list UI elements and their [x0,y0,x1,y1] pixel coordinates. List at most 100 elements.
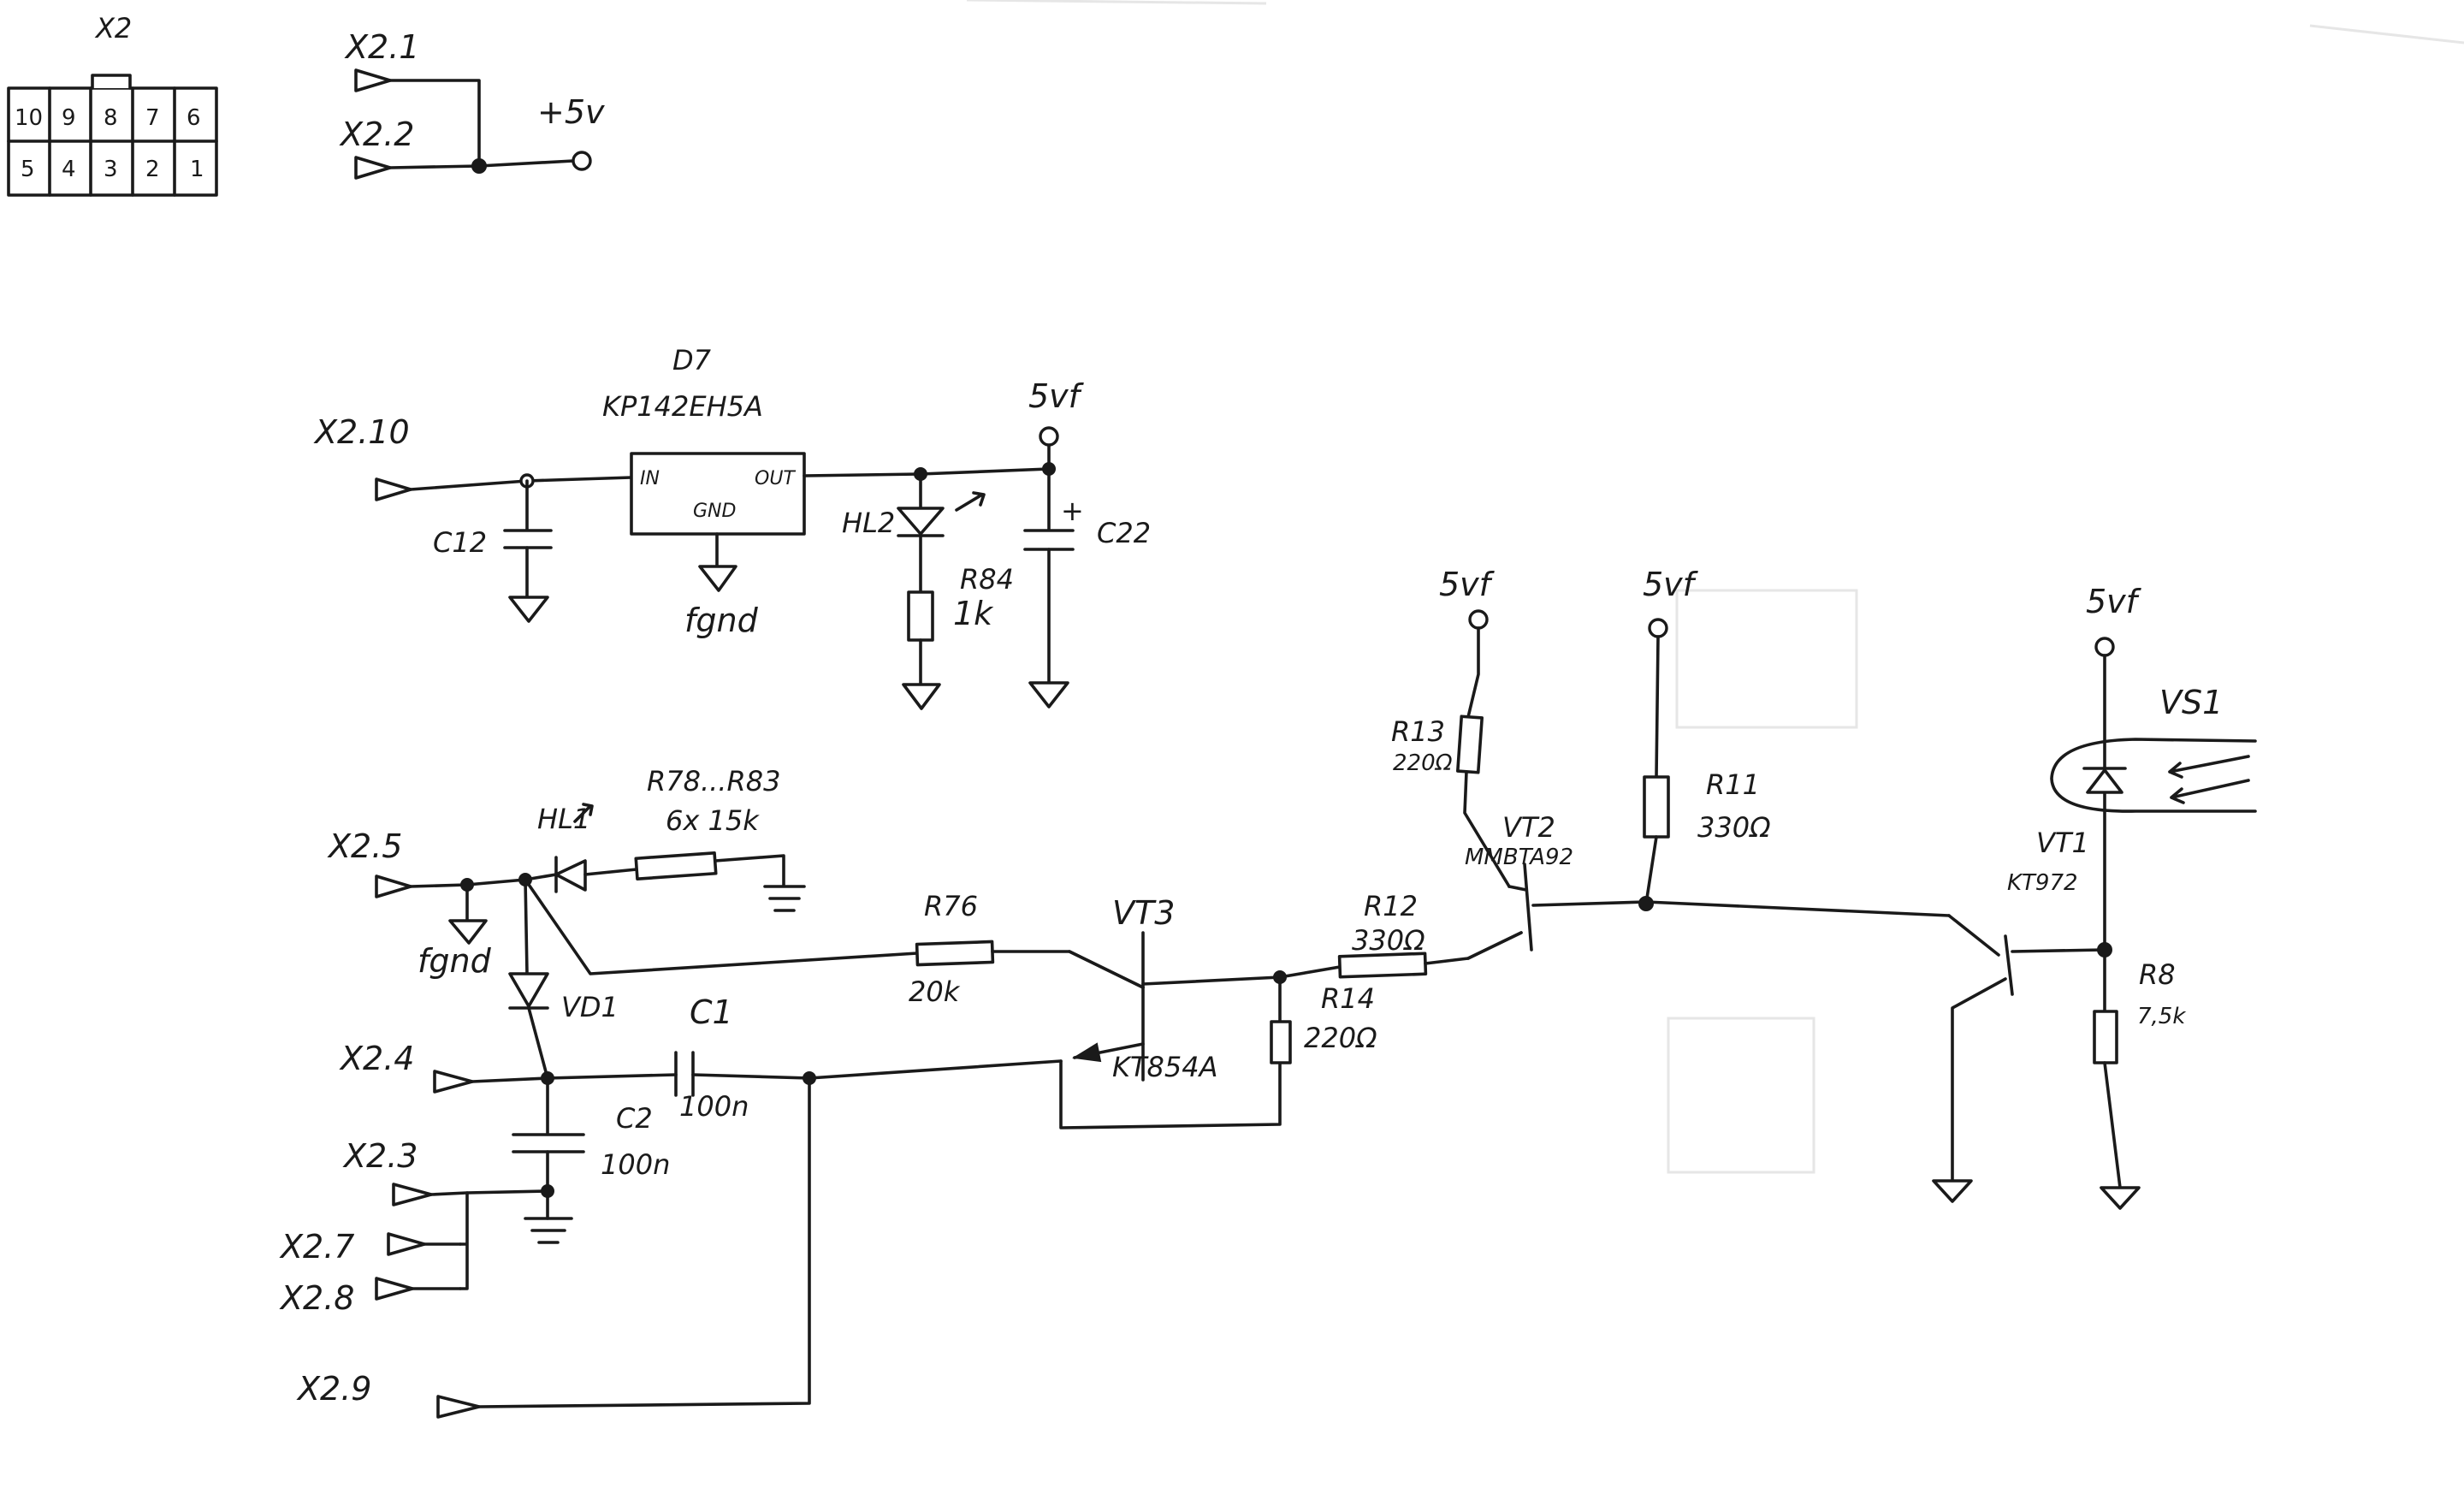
r14-label: R14 [1321,982,1375,1015]
vt2-part: MMBTA92 [1465,845,1573,870]
hl2-led-icon [897,507,945,536]
c2-label: C2 [616,1102,653,1135]
rail-5vf-vs1-label: 5vf [2086,583,2142,620]
x2-7-label: X2.7 [279,1228,354,1266]
pin-10: 10 [15,105,43,131]
r14-resistor [1270,1020,1292,1064]
fgnd-input-label: fgnd [418,942,492,980]
plus5v-label: +5v [537,93,605,131]
show-through-marks [966,0,2464,1174]
d7-ref: D7 [672,344,712,376]
rail-5vf-r13-terminal [1468,609,1489,630]
r78-r83-value: 6x 15k [666,804,760,837]
vt1-transistor [2004,934,2014,996]
r76-value: 20k [909,975,961,1008]
hl2-label: HL2 [842,507,895,539]
r13-value: 220Ω [1393,750,1453,776]
fgnd-regulator-label: fgnd [684,602,759,639]
connector-title: X2 [94,12,132,44]
x2-10-terminal [375,477,412,501]
x2-4-terminal [433,1070,474,1094]
r13-label: R13 [1391,715,1445,748]
vt1-ground-icon [1932,1179,1973,1203]
d7-gnd-pin: GND [693,501,736,522]
fgnd-input-ground-icon [448,919,488,945]
x2-9-terminal [436,1395,481,1419]
r84-label: R84 [960,563,1014,596]
rail-5vf-r13-label: 5vf [1439,566,1496,603]
c22-ground-icon [1028,681,1069,708]
plus5v-input-block: X2.1 X2.2 +5v [339,28,605,180]
r8-ground-icon [2100,1186,2141,1210]
x2-2-terminal [354,156,392,180]
pin-2: 2 [145,157,160,182]
vt1-label: VT1 [2036,827,2089,859]
rail-5vf-r11-label: 5vf [1643,566,1699,603]
d7-regulator [630,452,806,536]
r84-value: 1k [953,595,994,632]
r84-ground-icon [902,683,941,710]
r11-resistor [1643,775,1670,839]
rail-5vf-vs1-terminal [2094,637,2115,657]
c2-value: 100n [601,1148,670,1181]
vt2-transistor [1523,863,1533,952]
d7-ground-icon [698,565,737,592]
c22-label: C22 [1097,517,1151,549]
rail-5vf-regulator-terminal [1039,426,1059,447]
r78-r83-resistor [634,851,718,880]
x2-1-label: X2.1 [344,28,419,66]
vt3-part: KT854A [1112,1051,1218,1083]
pin-8: 8 [104,105,118,131]
c1-label: C1 [690,993,733,1031]
c22-plus: + [1061,495,1084,527]
hl1-label: HL1 [537,803,590,835]
regulator-section: X2.10 C12 D7 KP142EH5A IN OUT GND fgnd 5… [313,344,1151,710]
r8-value: 7,5k [2137,1004,2186,1029]
x2-connector-pinout: X2 10 9 8 7 6 5 4 3 2 1 [7,12,218,197]
pin-5: 5 [21,157,35,182]
pin-6: 6 [187,105,201,131]
vt3-label: VT3 [1112,894,1175,932]
vt1-part: KT972 [2007,870,2078,896]
r8-resistor [2093,1010,2118,1064]
r12-resistor [1337,952,1428,979]
plus5v-terminal [572,151,592,171]
r78-r83-label: R78...R83 [647,765,780,797]
vs1-photodiode-icon [2086,768,2123,794]
x2-8-label: X2.8 [279,1279,354,1317]
x2-4-label: X2.4 [339,1040,414,1077]
rail-5vf-r11-terminal [1648,618,1668,638]
r12-label: R12 [1364,890,1418,922]
rail-5vf-regulator-label: 5vf [1028,377,1085,415]
x2-9-label: X2.9 [296,1370,371,1408]
r8-label: R8 [2139,958,2176,991]
input-section: X2.5 fgnd HL1 R78...R83 6x 15k R76 20k V… [279,765,1523,1419]
r76-resistor [915,940,995,967]
x2-5-label: X2.5 [327,827,402,865]
driver-section: 5vf R13 220Ω VT2 MMBTA92 5vf R11 330Ω [1391,566,1951,960]
d7-part: KP142EH5A [602,390,763,423]
r12-value: 330Ω [1352,924,1425,957]
pin-1: 1 [190,157,204,182]
x2-3-terminal [392,1183,433,1207]
x2-1-terminal [354,68,392,92]
vt2-label: VT2 [1502,811,1555,844]
c12-ground-icon [508,596,549,623]
r11-value: 330Ω [1697,811,1771,844]
x2-10-label: X2.10 [313,413,410,451]
c1-value: 100n [679,1090,749,1123]
pin-9: 9 [62,105,76,131]
r76-label: R76 [924,890,978,922]
r84-resistor [907,590,934,642]
c12-label: C12 [433,526,487,559]
vd1-diode-icon [508,972,549,1008]
hl1-led-icon [554,859,587,892]
x2-8-terminal [375,1277,414,1301]
pin-4: 4 [62,157,76,182]
r14-value: 220Ω [1304,1022,1377,1054]
output-section: 5vf VS1 VT1 KT972 R8 7,5k [1932,583,2257,1210]
pin-7: 7 [145,105,160,131]
vd1-label: VD1 [561,991,619,1023]
d7-out-pin: OUT [755,468,796,489]
